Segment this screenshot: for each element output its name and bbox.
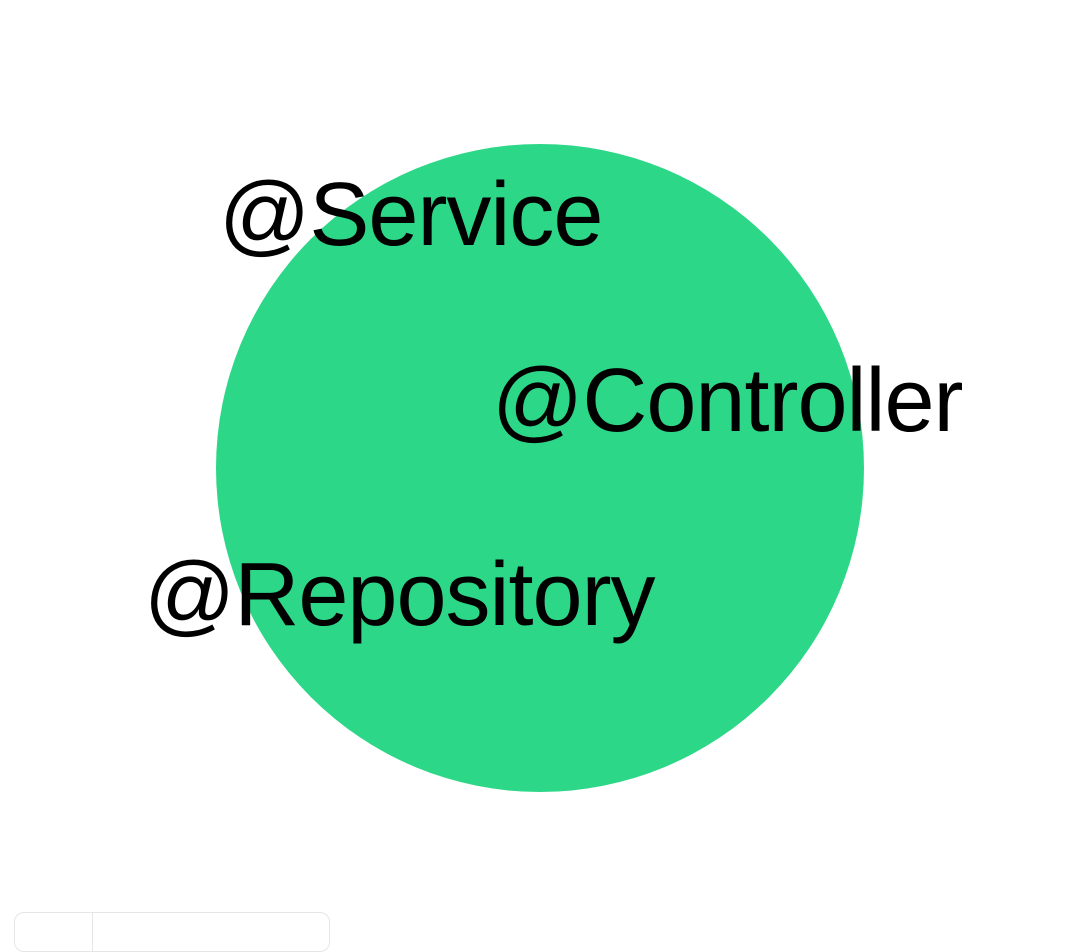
bottom-control-bar[interactable]	[14, 912, 330, 952]
repository-annotation-label: @Repository	[144, 545, 656, 645]
control-divider	[92, 913, 93, 951]
diagram-canvas: @Service @Controller @Repository	[14, 144, 964, 952]
green-circle	[216, 144, 864, 792]
controller-annotation-label: @Controller	[492, 351, 964, 451]
service-annotation-label: @Service	[219, 165, 603, 265]
